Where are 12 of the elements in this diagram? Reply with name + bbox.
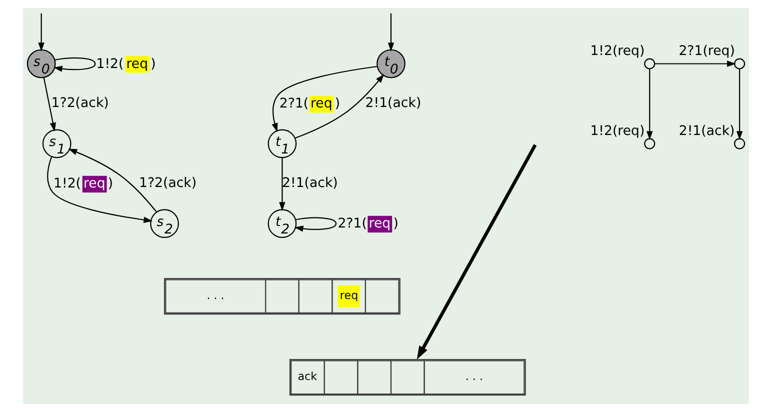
edge-label: 2?1(req) (337, 216, 398, 232)
edge-label: 1?2(ack) (50, 96, 108, 112)
edge-label: 1!2(req) (96, 56, 156, 72)
edge-label: 2?1(req) (278, 96, 340, 112)
node-label: 2?1(req) (678, 44, 734, 59)
edge-label: 1!2(req) (53, 176, 113, 192)
node-label: 2!1(ack) (678, 124, 734, 139)
node-label: 1!2(req) (590, 44, 644, 59)
edge-label: 2!1(ack) (364, 96, 421, 112)
edge-label: 2!1(ack) (282, 176, 338, 192)
node-label: 1!2(req) (590, 124, 644, 139)
edge-label: 1?2(ack) (138, 176, 196, 192)
